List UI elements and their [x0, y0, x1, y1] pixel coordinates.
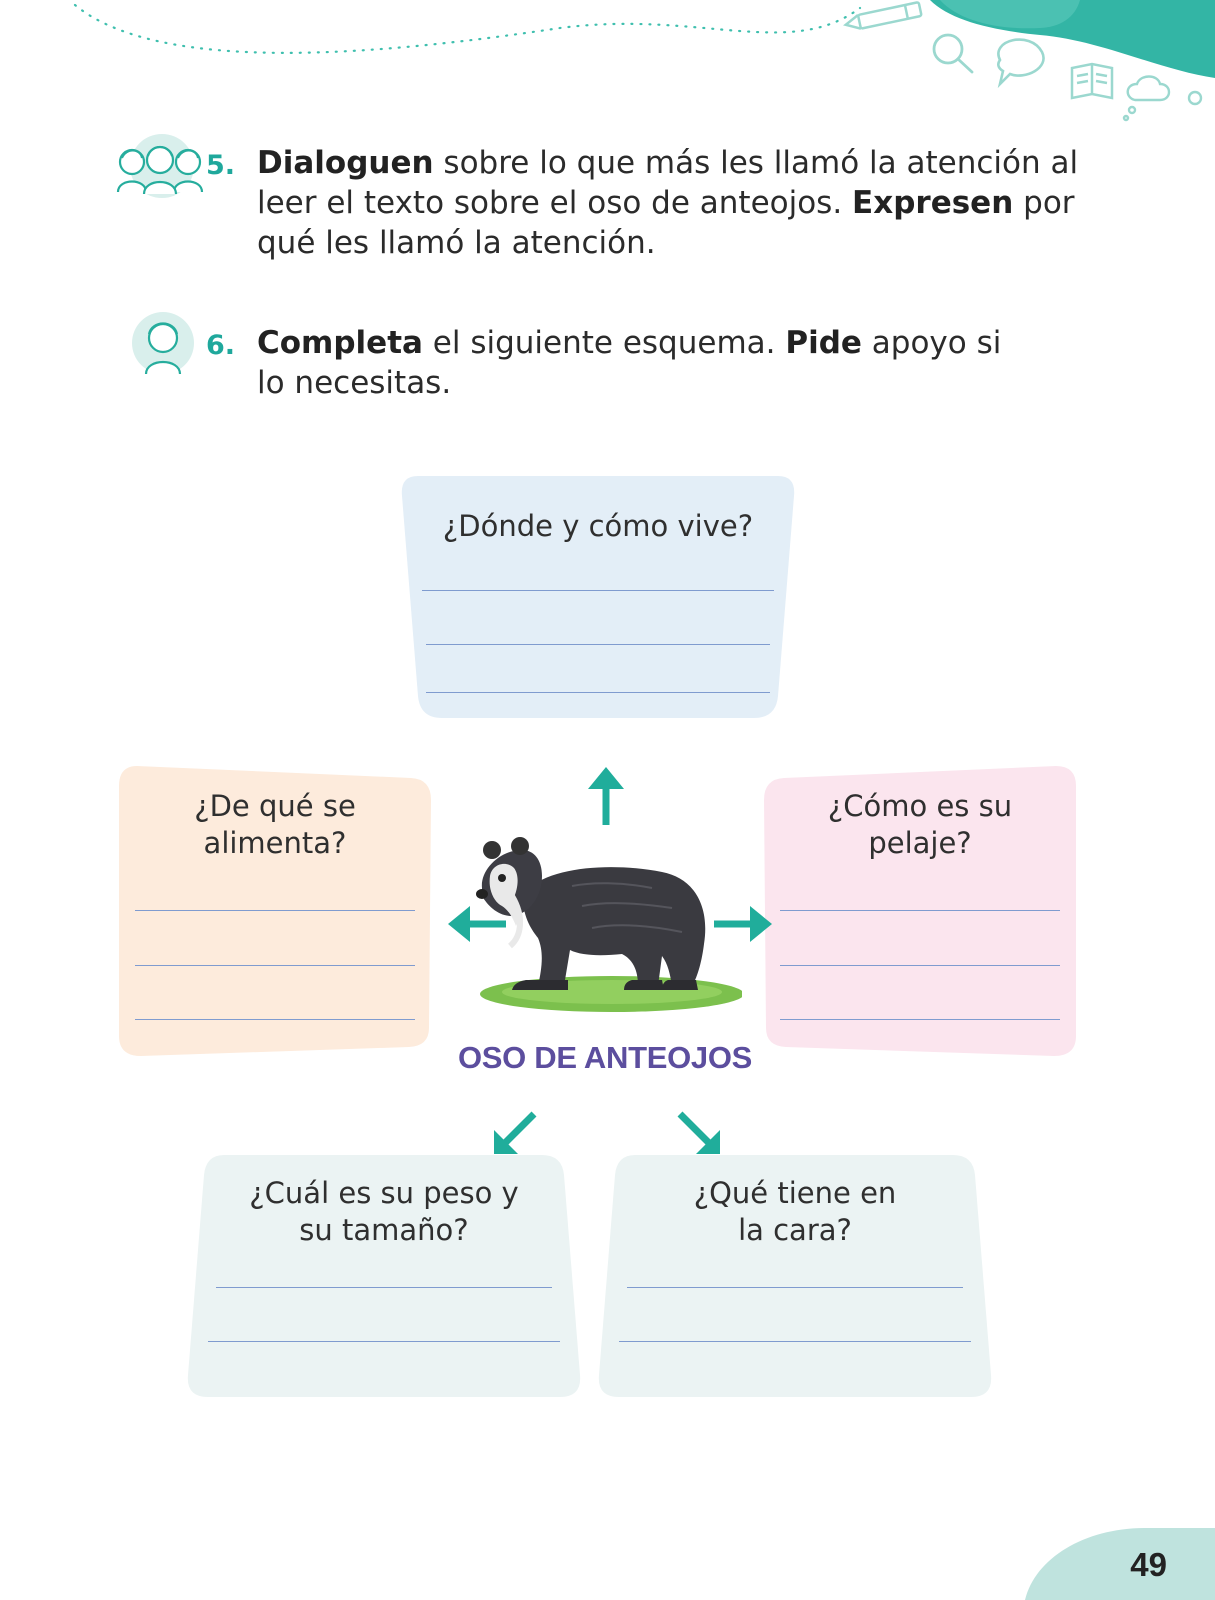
center-label: OSO DE ANTEOJOS	[457, 1040, 753, 1075]
answer-line[interactable]	[619, 1341, 971, 1342]
answer-line[interactable]	[135, 910, 415, 911]
activity-line: Completa el siguiente esquema. Pide apoy…	[257, 323, 1107, 363]
arrow-left-icon	[448, 906, 506, 942]
page-number-tab	[1025, 1528, 1215, 1600]
activity-line: lo necesitas.	[257, 363, 1107, 403]
answer-line[interactable]	[426, 692, 770, 693]
card-bottom-right-question-1: ¿Qué tiene en	[693, 1176, 897, 1210]
activity-line: qué les llamó la atención.	[257, 223, 1107, 263]
card-bottom-right-question-2: la cara?	[738, 1213, 852, 1247]
magnifier-icon	[932, 33, 974, 74]
activity-number: 6.	[206, 330, 236, 361]
card-bottom-left: ¿Cuál es su peso y su tamaño?	[186, 1153, 582, 1399]
page-number: 49	[1130, 1546, 1167, 1583]
text-segment: qué les llamó la atención.	[257, 225, 656, 261]
answer-line[interactable]	[627, 1287, 963, 1288]
pencil-icon	[843, 1, 923, 30]
arrow-up-icon	[588, 767, 624, 825]
card-top: ¿Dónde y cómo vive?	[400, 474, 796, 720]
bold-keyword: Completa	[257, 325, 423, 361]
card-top-question: ¿Dónde y cómo vive?	[442, 509, 754, 543]
answer-line[interactable]	[135, 1019, 415, 1020]
arrow-right-icon	[714, 906, 772, 942]
answer-line[interactable]	[216, 1287, 552, 1288]
single-student-icon	[132, 312, 194, 375]
card-right-question-2: pelaje?	[868, 826, 972, 860]
card-right: ¿Cómo es su pelaje?	[762, 764, 1078, 1058]
spectacled-bear-illustration	[476, 837, 742, 1012]
activity-6-text: Completa el siguiente esquema. Pide apoy…	[257, 323, 1107, 403]
text-segment: sobre lo que más les llamó la atención a…	[433, 145, 1079, 181]
activity-number: 5.	[206, 150, 236, 181]
card-bottom-left-question-2: su tamaño?	[299, 1213, 469, 1247]
header-decoration	[73, 0, 1215, 122]
text-segment: apoyo si	[861, 325, 1002, 361]
card-bottom-left-question-1: ¿Cuál es su peso y	[249, 1176, 519, 1210]
bold-keyword: Dialoguen	[257, 145, 434, 181]
answer-line[interactable]	[426, 644, 770, 645]
answer-line[interactable]	[208, 1341, 560, 1342]
arrow-down-right-icon	[677, 1111, 720, 1154]
answer-line[interactable]	[780, 965, 1060, 966]
card-bottom-right-bg	[598, 1155, 992, 1397]
card-right-bg	[764, 766, 1076, 1056]
group-of-students-icon	[116, 134, 204, 198]
card-left: ¿De qué se alimenta?	[117, 764, 433, 1058]
speech-bubble-icon	[997, 38, 1045, 89]
arrow-down-left-icon	[494, 1111, 537, 1154]
card-top-bg	[401, 476, 795, 718]
answer-line[interactable]	[780, 1019, 1060, 1020]
answer-line[interactable]	[780, 910, 1060, 911]
activity-5-text: Dialoguen sobre lo que más les llamó la …	[257, 143, 1107, 263]
open-book-icon	[1070, 62, 1114, 100]
card-left-question-1: ¿De qué se	[194, 789, 356, 823]
card-left-bg	[119, 766, 431, 1056]
text-segment: por	[1013, 185, 1075, 221]
card-right-question-1: ¿Cómo es su	[827, 789, 1013, 823]
activity-line: leer el texto sobre el oso de anteojos. …	[257, 183, 1107, 223]
bold-keyword: Expresen	[852, 185, 1014, 221]
card-bottom-left-bg	[187, 1155, 581, 1397]
text-segment: leer el texto sobre el oso de anteojos.	[257, 185, 853, 221]
answer-line[interactable]	[135, 965, 415, 966]
activity-line: Dialoguen sobre lo que más les llamó la …	[257, 143, 1107, 183]
bold-keyword: Pide	[785, 325, 862, 361]
card-bottom-right: ¿Qué tiene en la cara?	[597, 1153, 993, 1399]
text-segment: lo necesitas.	[257, 365, 452, 401]
answer-line[interactable]	[422, 590, 774, 591]
card-left-question-2: alimenta?	[203, 826, 347, 860]
thought-cloud-icon	[1122, 75, 1203, 122]
text-segment: el siguiente esquema.	[422, 325, 786, 361]
